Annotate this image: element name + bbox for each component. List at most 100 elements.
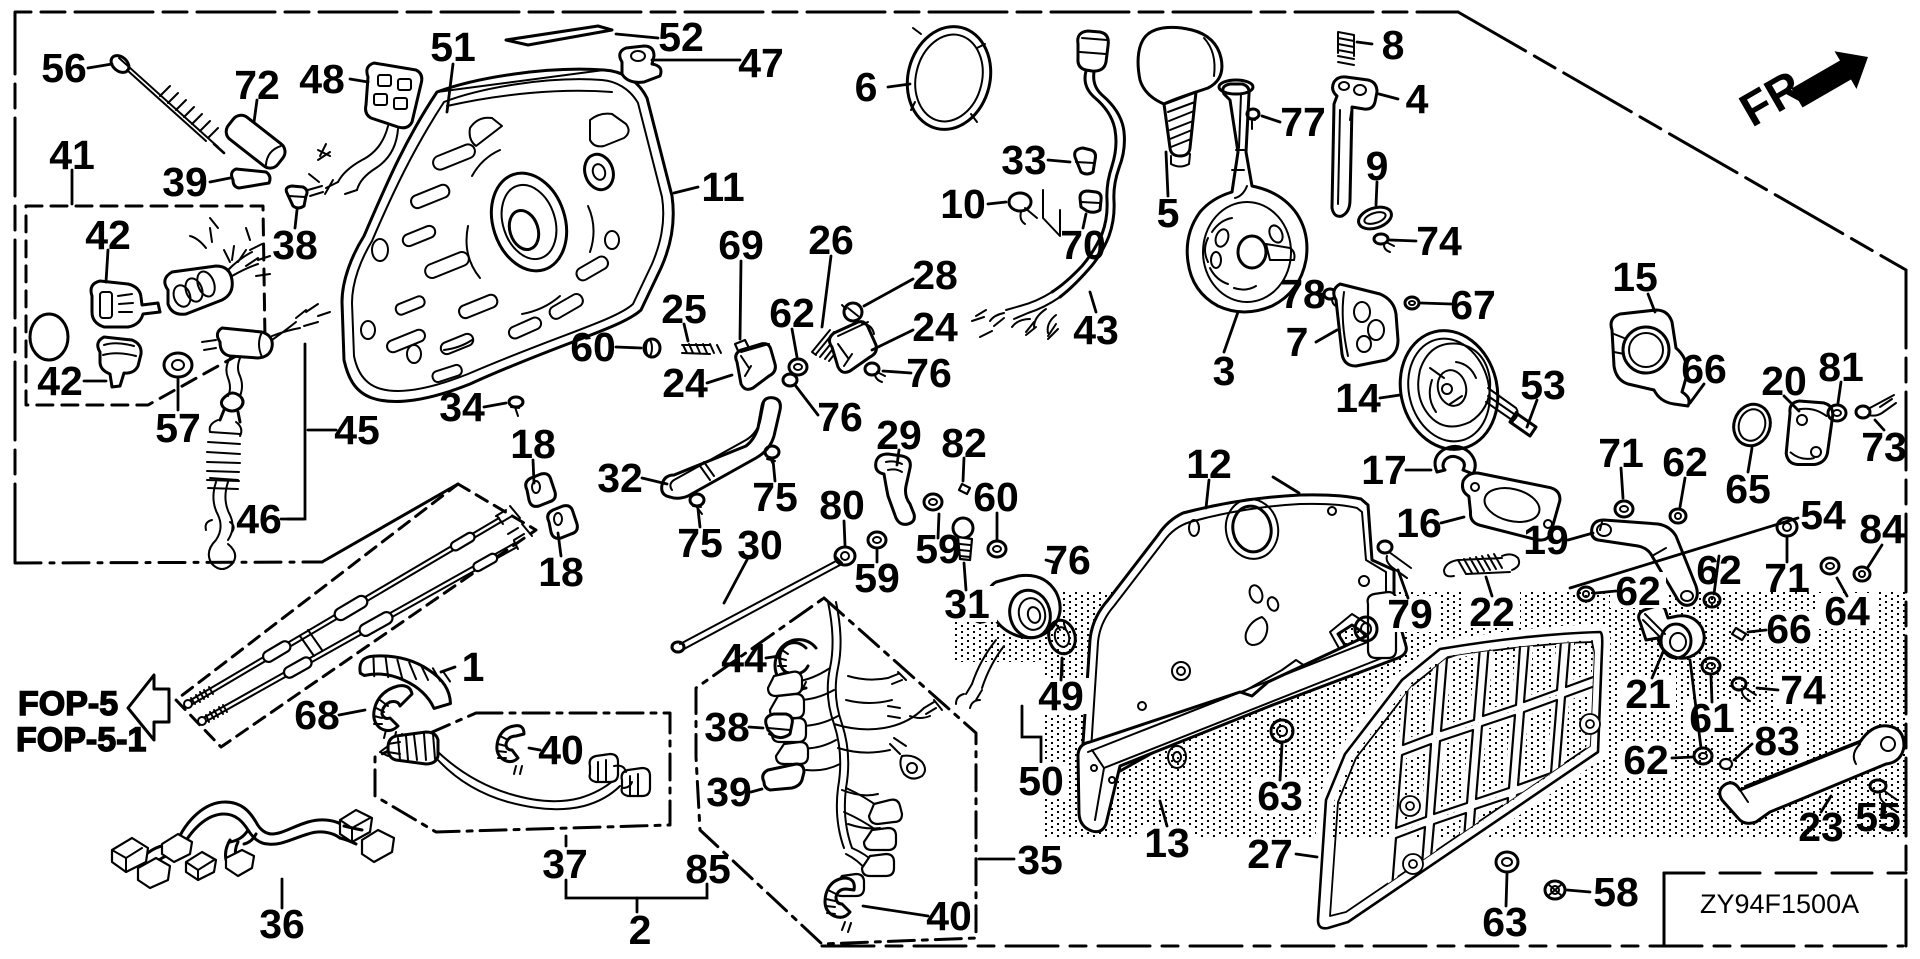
svg-text:42: 42 xyxy=(85,212,131,258)
svg-text:57: 57 xyxy=(155,405,201,451)
svg-text:76: 76 xyxy=(817,394,863,440)
svg-text:36: 36 xyxy=(259,901,305,947)
svg-text:45: 45 xyxy=(334,407,380,453)
svg-text:82: 82 xyxy=(941,420,987,466)
svg-text:38: 38 xyxy=(704,704,750,750)
svg-text:4: 4 xyxy=(1406,76,1429,122)
svg-text:5: 5 xyxy=(1157,190,1180,236)
svg-text:62: 62 xyxy=(1623,737,1669,783)
svg-text:37: 37 xyxy=(542,841,588,887)
svg-text:63: 63 xyxy=(1257,773,1303,819)
svg-text:24: 24 xyxy=(662,360,708,406)
svg-text:16: 16 xyxy=(1396,500,1442,546)
svg-text:33: 33 xyxy=(1001,137,1047,183)
svg-text:74: 74 xyxy=(1780,667,1826,713)
svg-text:12: 12 xyxy=(1186,441,1232,487)
svg-text:28: 28 xyxy=(912,252,958,298)
svg-text:44: 44 xyxy=(721,635,767,681)
svg-text:79: 79 xyxy=(1387,591,1433,637)
svg-text:55: 55 xyxy=(1855,794,1901,840)
svg-text:61: 61 xyxy=(1689,695,1735,741)
svg-text:23: 23 xyxy=(1798,804,1844,850)
svg-text:80: 80 xyxy=(819,482,865,528)
svg-text:78: 78 xyxy=(1280,271,1326,317)
svg-text:29: 29 xyxy=(876,412,922,458)
svg-text:35: 35 xyxy=(1017,837,1063,883)
svg-text:74: 74 xyxy=(1416,218,1462,264)
svg-text:20: 20 xyxy=(1761,358,1807,404)
svg-text:69: 69 xyxy=(718,222,764,268)
svg-text:30: 30 xyxy=(737,522,783,568)
svg-text:43: 43 xyxy=(1073,307,1119,353)
svg-text:50: 50 xyxy=(1018,758,1064,804)
svg-text:46: 46 xyxy=(236,496,282,542)
svg-text:42: 42 xyxy=(37,358,83,404)
svg-text:71: 71 xyxy=(1598,430,1644,476)
svg-text:76: 76 xyxy=(1045,537,1091,583)
svg-text:18: 18 xyxy=(538,549,584,595)
svg-text:59: 59 xyxy=(915,526,961,572)
svg-text:71: 71 xyxy=(1764,555,1810,601)
svg-text:7: 7 xyxy=(1286,319,1309,365)
svg-text:72: 72 xyxy=(234,62,280,108)
svg-text:FOP-5-1: FOP-5-1 xyxy=(16,721,146,759)
svg-text:2: 2 xyxy=(629,907,652,953)
svg-text:13: 13 xyxy=(1144,820,1190,866)
svg-text:65: 65 xyxy=(1725,466,1771,512)
svg-text:14: 14 xyxy=(1335,375,1381,421)
svg-text:60: 60 xyxy=(570,324,616,370)
svg-text:52: 52 xyxy=(658,14,704,60)
svg-text:FOP-5: FOP-5 xyxy=(18,685,118,723)
svg-text:60: 60 xyxy=(973,474,1019,520)
svg-text:62: 62 xyxy=(1696,547,1742,593)
svg-text:66: 66 xyxy=(1681,346,1727,392)
svg-text:22: 22 xyxy=(1469,589,1515,635)
svg-text:10: 10 xyxy=(940,181,986,227)
svg-text:58: 58 xyxy=(1593,869,1639,915)
svg-text:62: 62 xyxy=(1662,439,1708,485)
svg-text:26: 26 xyxy=(808,217,854,263)
svg-text:1: 1 xyxy=(462,644,485,690)
svg-text:53: 53 xyxy=(1520,362,1566,408)
svg-text:48: 48 xyxy=(299,56,345,102)
svg-text:59: 59 xyxy=(854,555,900,601)
svg-text:21: 21 xyxy=(1625,671,1671,717)
svg-text:19: 19 xyxy=(1523,517,1569,563)
svg-text:18: 18 xyxy=(510,421,556,467)
svg-text:76: 76 xyxy=(906,350,952,396)
svg-text:27: 27 xyxy=(1247,831,1293,877)
svg-text:3: 3 xyxy=(1213,348,1236,394)
svg-text:40: 40 xyxy=(926,893,972,939)
svg-text:84: 84 xyxy=(1859,506,1905,552)
svg-text:83: 83 xyxy=(1754,718,1800,764)
svg-text:62: 62 xyxy=(769,290,815,336)
svg-text:34: 34 xyxy=(439,384,485,430)
svg-text:62: 62 xyxy=(1615,568,1661,614)
svg-text:31: 31 xyxy=(944,581,990,627)
svg-text:39: 39 xyxy=(706,769,752,815)
svg-text:8: 8 xyxy=(1382,22,1405,68)
svg-text:6: 6 xyxy=(855,64,878,110)
svg-text:64: 64 xyxy=(1824,588,1870,634)
svg-text:81: 81 xyxy=(1818,344,1864,390)
svg-text:47: 47 xyxy=(738,40,784,86)
svg-text:63: 63 xyxy=(1482,899,1528,945)
svg-text:68: 68 xyxy=(294,692,340,738)
svg-text:15: 15 xyxy=(1612,254,1658,300)
svg-text:24: 24 xyxy=(912,304,958,350)
svg-text:17: 17 xyxy=(1361,447,1407,493)
svg-text:ZY94F1500A: ZY94F1500A xyxy=(1700,889,1859,919)
svg-text:9: 9 xyxy=(1366,143,1389,189)
svg-text:54: 54 xyxy=(1800,492,1846,538)
svg-text:73: 73 xyxy=(1861,424,1907,470)
svg-text:67: 67 xyxy=(1450,282,1496,328)
svg-text:56: 56 xyxy=(41,45,87,91)
svg-text:77: 77 xyxy=(1280,99,1326,145)
svg-text:85: 85 xyxy=(685,846,731,892)
svg-text:51: 51 xyxy=(430,24,476,70)
svg-text:11: 11 xyxy=(701,164,744,210)
svg-text:38: 38 xyxy=(272,222,318,268)
svg-text:40: 40 xyxy=(538,727,584,773)
svg-text:32: 32 xyxy=(597,455,643,501)
svg-text:39: 39 xyxy=(162,159,208,205)
